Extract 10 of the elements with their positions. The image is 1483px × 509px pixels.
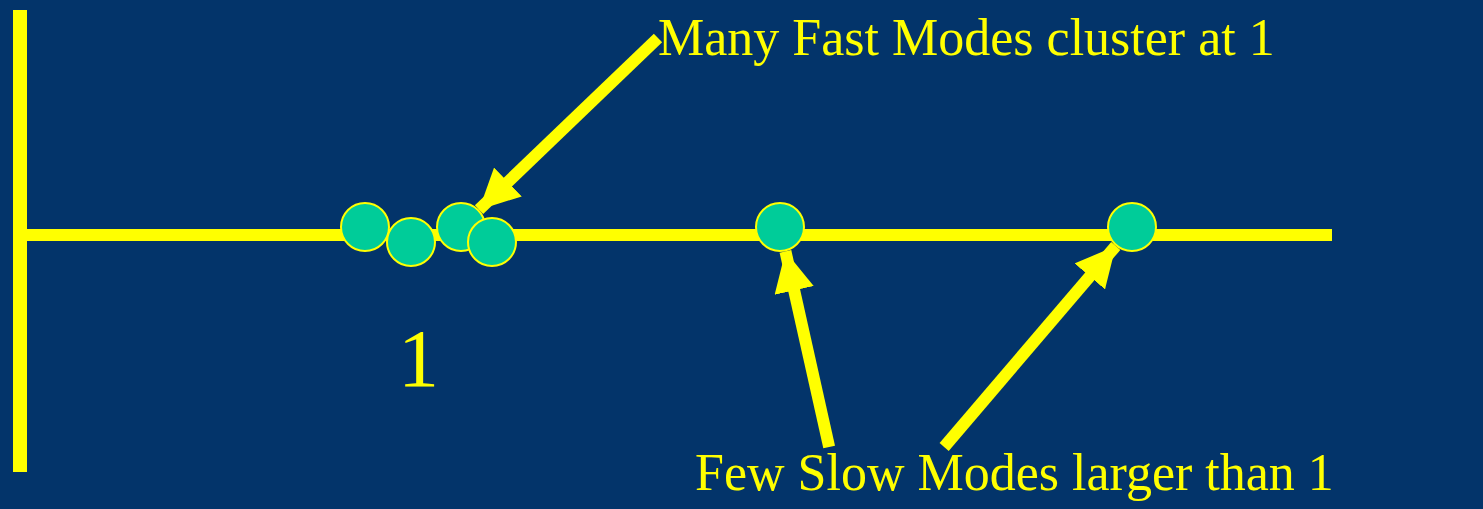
- annotation-text: Many Fast Modes cluster at 1: [658, 12, 1275, 64]
- mode-dot: [467, 217, 517, 267]
- annotation-text: Few Slow Modes larger than 1: [695, 447, 1334, 499]
- arrow: [939, 242, 1121, 451]
- arrow: [774, 250, 835, 449]
- mode-dot: [386, 217, 436, 267]
- mode-dot: [340, 202, 390, 252]
- mode-dot: [1107, 202, 1157, 252]
- tick-label: 1: [398, 318, 439, 400]
- arrow: [474, 33, 663, 215]
